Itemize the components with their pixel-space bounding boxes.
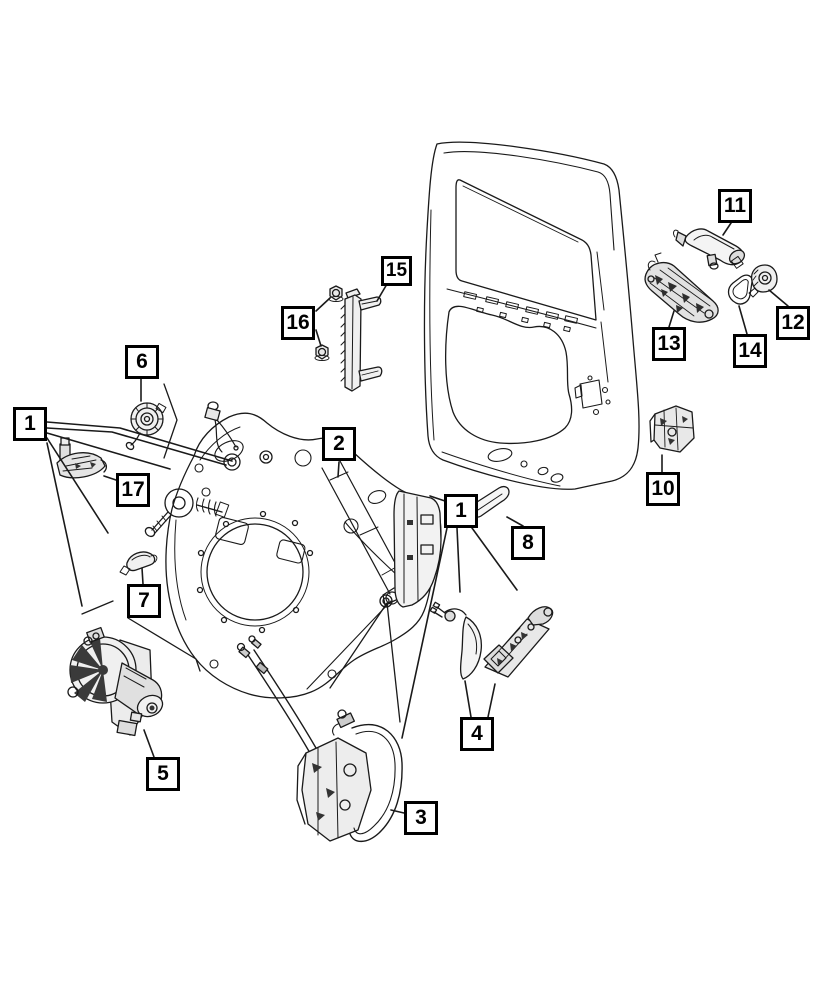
door-window-opening (455, 179, 597, 321)
door-bottom-holes (487, 448, 564, 483)
door-check-strap (144, 488, 230, 538)
callout-7[interactable]: 7 (127, 584, 161, 618)
run-channel-part (340, 288, 383, 392)
callout-4[interactable]: 4 (460, 717, 494, 751)
callout-14[interactable]: 14 (733, 334, 767, 368)
door-shell (423, 141, 640, 490)
callout-1-left[interactable]: 1 (13, 407, 47, 441)
outside-handle-part (673, 228, 746, 270)
clip-cap-part (119, 551, 158, 576)
callout-12[interactable]: 12 (776, 306, 810, 340)
handle-pad-strip (471, 485, 510, 518)
handle-gasket-part (727, 274, 753, 305)
callout-8[interactable]: 8 (511, 526, 545, 560)
rear-latch-part (649, 405, 695, 453)
callout-3[interactable]: 3 (404, 801, 438, 835)
door-inner-opening (445, 305, 573, 445)
group-brackets (81, 383, 401, 723)
callout-1-right[interactable]: 1 (444, 494, 478, 528)
latch-cable-part (236, 635, 403, 843)
bellcrank-strap-part (429, 601, 483, 680)
mounting-nuts (314, 285, 344, 361)
inside-handle-part (483, 606, 554, 678)
callout-2[interactable]: 2 (322, 427, 356, 461)
callout-17[interactable]: 17 (116, 473, 150, 507)
door-latch-face (574, 375, 611, 416)
callout-11[interactable]: 11 (718, 189, 752, 223)
callout-10[interactable]: 10 (646, 472, 680, 506)
door-module-carrier (144, 401, 442, 699)
handle-carrier-part (644, 252, 719, 323)
module-cutouts (194, 440, 387, 679)
module-bolts (223, 450, 273, 471)
callout-16[interactable]: 16 (281, 306, 315, 340)
window-motor-part (67, 626, 164, 737)
window-gear-part (125, 402, 167, 451)
door-beltline-slots (463, 291, 579, 333)
callout-15[interactable]: 15 (381, 256, 412, 286)
lock-cap-part (748, 264, 778, 298)
callout-5[interactable]: 5 (146, 757, 180, 791)
module-harness (204, 401, 239, 453)
callout-13[interactable]: 13 (652, 327, 686, 361)
callout-6[interactable]: 6 (125, 345, 159, 379)
leader-lines (46, 219, 789, 814)
module-latch-block (379, 490, 442, 608)
speaker-opening (196, 510, 314, 634)
